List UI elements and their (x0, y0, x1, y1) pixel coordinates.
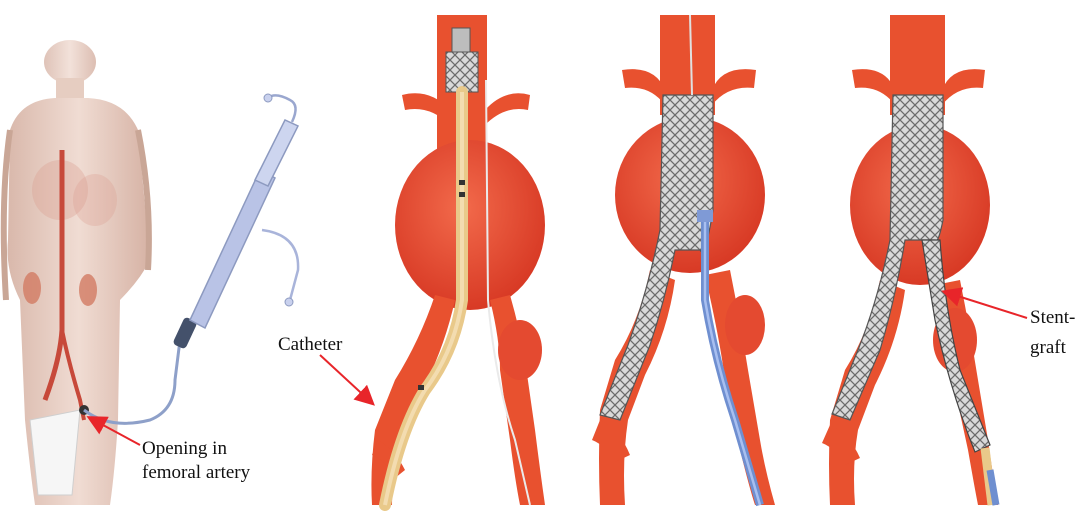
human-body-figure (4, 40, 150, 505)
stent-graft-label-line2: graft (1030, 336, 1066, 359)
opening-label-line2: femoral artery (142, 461, 250, 484)
aneurysm-main-body-stage (592, 15, 775, 505)
stent-graft-label-line1: Stent- (1030, 306, 1075, 329)
aneurysm-catheter-stage (371, 15, 545, 505)
opening-label-line1: Opening in (142, 437, 227, 460)
catheter-arrow (320, 355, 372, 403)
catheter-label: Catheter (278, 333, 342, 356)
aneurysm-complete-stage (822, 15, 998, 505)
